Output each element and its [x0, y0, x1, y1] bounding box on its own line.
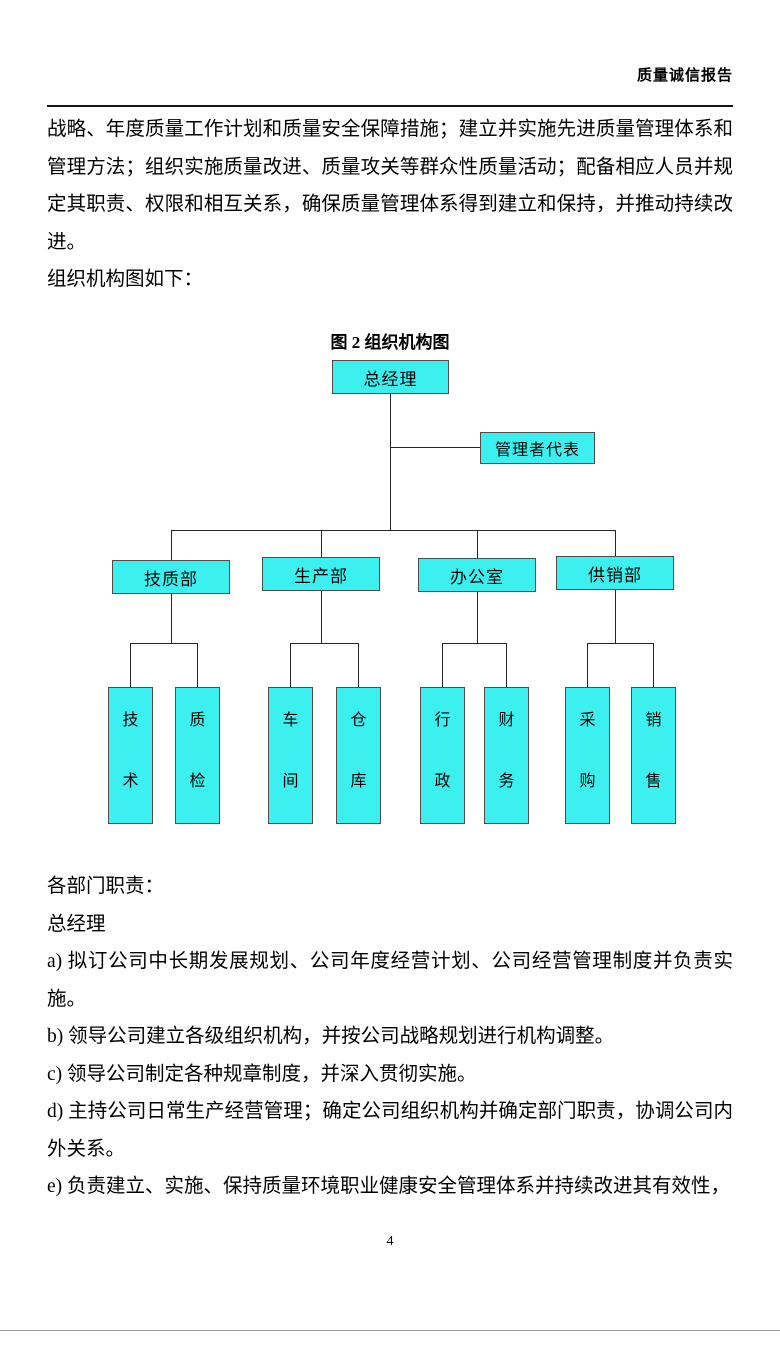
connector-drop-dept1-child2 [197, 643, 198, 687]
connector-root-trunk [390, 394, 391, 530]
connector-drop-dept4-child2 [653, 643, 654, 687]
connector-rail-dept1 [130, 643, 198, 644]
org-node-label: 行政 [434, 712, 451, 790]
org-node-label: 仓库 [350, 712, 367, 790]
connector-drop-dept3 [477, 530, 478, 558]
header-divider [47, 105, 733, 107]
connector-representative-branch [390, 447, 480, 448]
duty-item-a: a) 拟订公司中长期发展规划、公司年度经营计划、公司经营管理制度并负责实施。 [47, 951, 733, 1010]
connector-drop-dept2-child1 [290, 643, 291, 687]
paragraph-quality-system: 战略、年度质量工作计划和质量安全保障措施；建立并实施先进质量管理体系和管理方法；… [47, 119, 733, 253]
duties-section: 各部门职责： 总经理 a) 拟订公司中长期发展规划、公司年度经营计划、公司经营管… [47, 868, 733, 1206]
connector-drop-dept2-child2 [358, 643, 359, 687]
connector-stem-dept3 [477, 592, 478, 643]
org-node-dept-supply-sales: 供销部 [556, 556, 674, 590]
connector-stem-dept1 [171, 594, 172, 643]
figure-caption: 图 2 组织机构图 [330, 333, 450, 352]
org-node-dept-tech-quality: 技质部 [112, 560, 230, 594]
header-title: 质量诚信报告 [636, 68, 733, 84]
connector-stem-dept2 [321, 591, 322, 643]
duties-heading: 各部门职责： [47, 876, 165, 897]
org-node-sales: 销售 [631, 687, 676, 824]
org-node-label: 总经理 [363, 369, 418, 389]
connector-drop-dept1 [171, 530, 172, 560]
connector-rail-dept2 [290, 643, 359, 644]
connector-drop-dept4-child1 [587, 643, 588, 687]
org-node-label: 技术 [122, 712, 139, 790]
duty-item-e: e) 负责建立、实施、保持质量环境职业健康安全管理体系并持续改进其有效性， [47, 1176, 731, 1197]
org-node-warehouse: 仓库 [336, 687, 381, 824]
org-node-label: 财务 [498, 712, 515, 790]
org-node-finance: 财务 [484, 687, 529, 824]
org-node-label: 车间 [282, 712, 299, 790]
org-node-management-representative: 管理者代表 [480, 432, 595, 464]
duty-item-d: d) 主持公司日常生产经营管理；确定公司组织机构并确定部门职责，协调公司内外关系… [47, 1101, 733, 1160]
duty-item-c: c) 领导公司制定各种规章制度，并深入贯彻实施。 [47, 1063, 477, 1085]
org-node-general-manager: 总经理 [332, 360, 449, 394]
connector-departments-rail [171, 530, 616, 531]
org-node-label: 采购 [579, 712, 596, 790]
org-node-dept-office: 办公室 [418, 558, 536, 592]
org-node-label: 管理者代表 [494, 442, 580, 459]
page-number: 4 [386, 1234, 394, 1249]
paragraph-orgchart-intro: 组织机构图如下： [47, 269, 204, 290]
duties-subheading: 总经理 [47, 913, 106, 935]
org-node-purchasing: 采购 [565, 687, 610, 824]
org-node-administration: 行政 [420, 687, 465, 824]
org-node-workshop: 车间 [268, 687, 313, 824]
org-node-label: 供销部 [588, 565, 642, 585]
org-node-dept-production: 生产部 [262, 557, 380, 591]
duty-item-b: b) 领导公司建立各级组织机构，并按公司战略规划进行机构调整。 [47, 1026, 615, 1047]
connector-rail-dept4 [587, 643, 654, 644]
connector-drop-dept2 [321, 530, 322, 557]
org-node-label: 生产部 [294, 566, 348, 586]
body-text: 战略、年度质量工作计划和质量安全保障措施；建立并实施先进质量管理体系和管理方法；… [47, 111, 733, 299]
bottom-border [0, 1330, 780, 1331]
org-node-quality-inspection: 质检 [175, 687, 220, 824]
connector-drop-dept1-child1 [130, 643, 131, 687]
org-node-label: 销售 [645, 712, 662, 790]
connector-drop-dept3-child1 [442, 643, 443, 687]
connector-rail-dept3 [442, 643, 507, 644]
org-chart: 总经理 管理者代表 技质部 生产部 办公室 供销部 技术 质检 车间 仓库 [108, 360, 676, 824]
org-node-label: 质检 [189, 712, 206, 790]
connector-drop-dept3-child2 [506, 643, 507, 687]
connector-drop-dept4 [615, 530, 616, 556]
org-node-label: 办公室 [450, 567, 504, 587]
org-node-label: 技质部 [144, 569, 198, 589]
org-node-technology: 技术 [108, 687, 153, 824]
connector-stem-dept4 [615, 590, 616, 643]
